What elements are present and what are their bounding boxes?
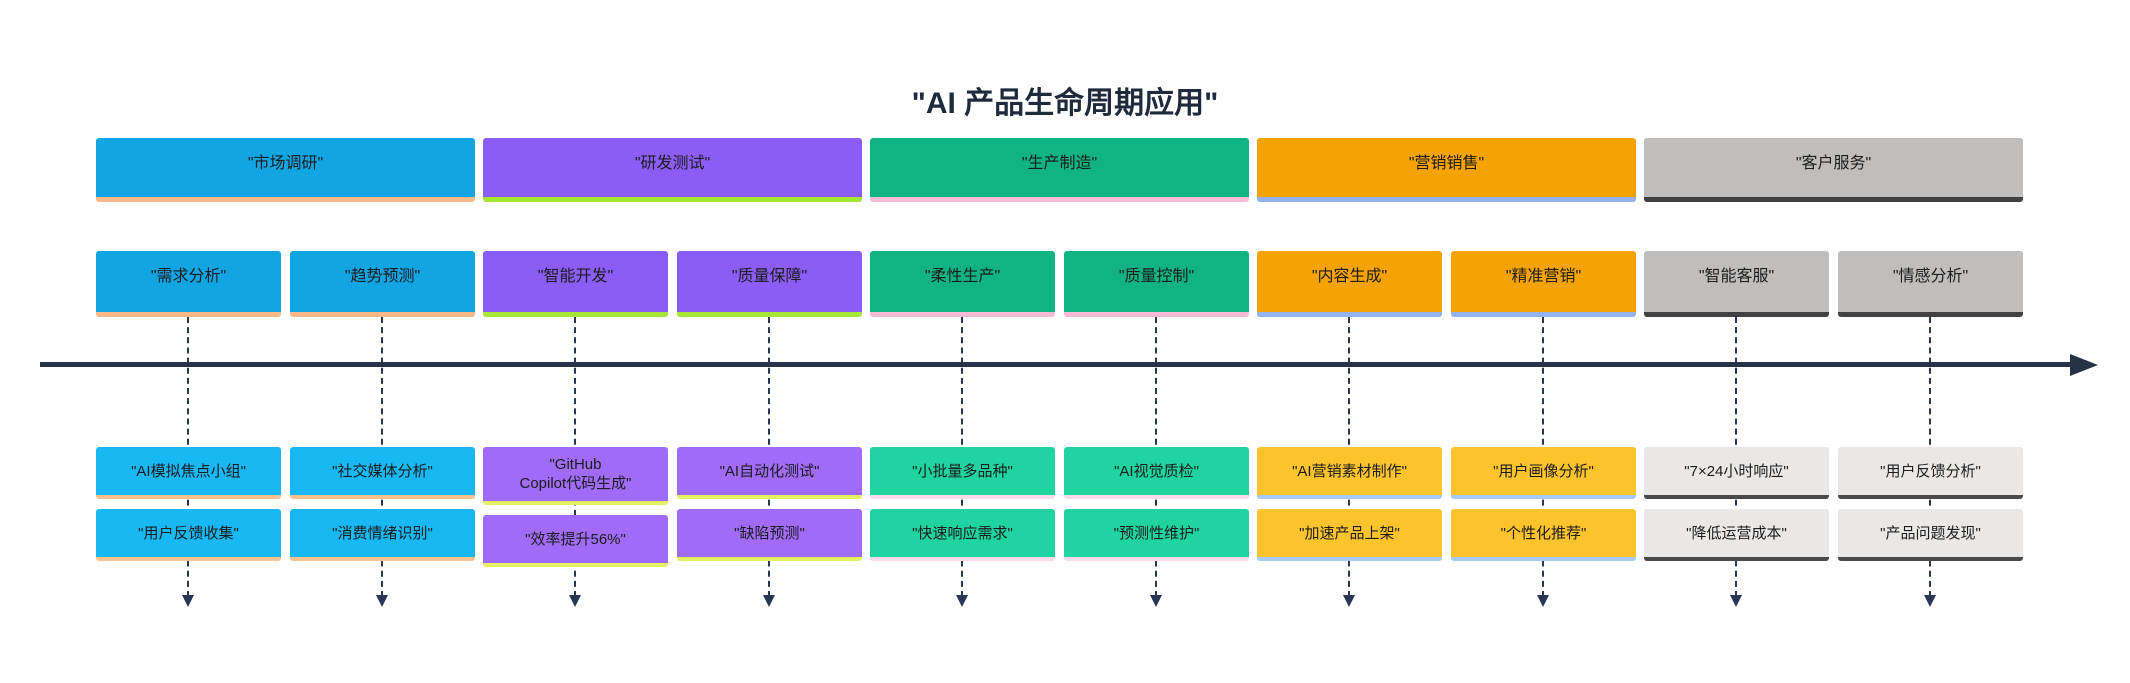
connector-arrow-icon	[1730, 595, 1742, 607]
event-label: "GitHub Copilot代码生成"	[519, 456, 632, 492]
task-box: "柔性生产"	[870, 251, 1055, 317]
event-box: "消费情绪识别"	[290, 509, 475, 561]
task-label: "精准营销"	[1505, 267, 1582, 285]
event-box: "AI视觉质检"	[1064, 447, 1249, 499]
task-label: "质量控制"	[1118, 267, 1195, 285]
event-label: "加速产品上架"	[1299, 524, 1400, 542]
event-label: "AI模拟焦点小组"	[131, 462, 246, 480]
event-label: "7×24小时响应"	[1684, 462, 1789, 480]
event-label: "个性化推荐"	[1500, 524, 1587, 542]
event-box: "AI模拟焦点小组"	[96, 447, 281, 499]
events-column: "社交媒体分析" "消费情绪识别"	[290, 447, 475, 561]
connector-arrow-icon	[1343, 595, 1355, 607]
event-label: "消费情绪识别"	[332, 524, 433, 542]
event-box: "效率提升56%"	[483, 515, 668, 567]
event-label: "小批量多品种"	[912, 462, 1013, 480]
task-label: "情感分析"	[1892, 267, 1969, 285]
event-box: "快速响应需求"	[870, 509, 1055, 561]
task-box: "趋势预测"	[290, 251, 475, 317]
event-box: "用户反馈分析"	[1838, 447, 2023, 499]
events-column: "AI模拟焦点小组" "用户反馈收集"	[96, 447, 281, 561]
connector-arrow-icon	[569, 595, 581, 607]
task-label: "柔性生产"	[924, 267, 1001, 285]
section-label: "营销销售"	[1408, 154, 1485, 172]
event-box: "AI营销素材制作"	[1257, 447, 1442, 499]
event-label: "用户画像分析"	[1493, 462, 1594, 480]
events-column: "小批量多品种" "快速响应需求"	[870, 447, 1055, 561]
connector-arrow-icon	[956, 595, 968, 607]
section-label: "客户服务"	[1795, 154, 1872, 172]
task-box: "智能客服"	[1644, 251, 1829, 317]
event-label: "预测性维护"	[1113, 524, 1200, 542]
task-box: "情感分析"	[1838, 251, 2023, 317]
event-label: "社交媒体分析"	[332, 462, 433, 480]
task-label: "内容生成"	[1311, 267, 1388, 285]
section-box: "研发测试"	[483, 138, 862, 202]
connector-arrow-icon	[182, 595, 194, 607]
event-label: "用户反馈分析"	[1880, 462, 1981, 480]
event-box: "AI自动化测试"	[677, 447, 862, 499]
event-box: "预测性维护"	[1064, 509, 1249, 561]
connector-arrow-icon	[1150, 595, 1162, 607]
event-label: "效率提升56%"	[525, 530, 626, 548]
timeline-axis	[40, 362, 2074, 367]
event-label: "降低运营成本"	[1686, 524, 1787, 542]
connector-arrow-icon	[1537, 595, 1549, 607]
section-box: "营销销售"	[1257, 138, 1636, 202]
event-label: "AI营销素材制作"	[1292, 462, 1407, 480]
event-box: "缺陷预测"	[677, 509, 862, 561]
events-column: "AI自动化测试" "缺陷预测"	[677, 447, 862, 561]
task-label: "智能客服"	[1698, 267, 1775, 285]
section-box: "市场调研"	[96, 138, 475, 202]
event-label: "用户反馈收集"	[138, 524, 239, 542]
events-column: "GitHub Copilot代码生成" "效率提升56%"	[483, 447, 668, 567]
task-box: "质量保障"	[677, 251, 862, 317]
connector-arrow-icon	[376, 595, 388, 607]
event-box: "个性化推荐"	[1451, 509, 1636, 561]
events-column: "7×24小时响应" "降低运营成本"	[1644, 447, 1829, 561]
task-box: "内容生成"	[1257, 251, 1442, 317]
event-box: "用户反馈收集"	[96, 509, 281, 561]
events-column: "AI视觉质检" "预测性维护"	[1064, 447, 1249, 561]
event-box: "加速产品上架"	[1257, 509, 1442, 561]
event-box: "社交媒体分析"	[290, 447, 475, 499]
section-label: "生产制造"	[1021, 154, 1098, 172]
task-box: "需求分析"	[96, 251, 281, 317]
diagram-title: "AI 产品生命周期应用"	[911, 87, 1219, 120]
event-box: "用户画像分析"	[1451, 447, 1636, 499]
axis-arrow-icon	[2070, 354, 2098, 376]
event-label: "AI视觉质检"	[1114, 462, 1199, 480]
task-box: "智能开发"	[483, 251, 668, 317]
task-label: "需求分析"	[150, 267, 227, 285]
events-column: "用户画像分析" "个性化推荐"	[1451, 447, 1636, 561]
task-box: "精准营销"	[1451, 251, 1636, 317]
section-box: "客户服务"	[1644, 138, 2023, 202]
event-box: "产品问题发现"	[1838, 509, 2023, 561]
events-column: "用户反馈分析" "产品问题发现"	[1838, 447, 2023, 561]
event-box: "小批量多品种"	[870, 447, 1055, 499]
event-box: "GitHub Copilot代码生成"	[483, 447, 668, 505]
event-box: "7×24小时响应"	[1644, 447, 1829, 499]
task-label: "质量保障"	[731, 267, 808, 285]
event-label: "AI自动化测试"	[719, 462, 820, 480]
connector-arrow-icon	[1924, 595, 1936, 607]
event-label: "缺陷预测"	[734, 524, 805, 542]
event-box: "降低运营成本"	[1644, 509, 1829, 561]
section-label: "研发测试"	[634, 154, 711, 172]
events-column: "AI营销素材制作" "加速产品上架"	[1257, 447, 1442, 561]
section-box: "生产制造"	[870, 138, 1249, 202]
event-label: "快速响应需求"	[912, 524, 1013, 542]
task-label: "智能开发"	[537, 267, 614, 285]
section-label: "市场调研"	[247, 154, 324, 172]
task-label: "趋势预测"	[344, 267, 421, 285]
event-label: "产品问题发现"	[1880, 524, 1981, 542]
connector-arrow-icon	[763, 595, 775, 607]
task-box: "质量控制"	[1064, 251, 1249, 317]
